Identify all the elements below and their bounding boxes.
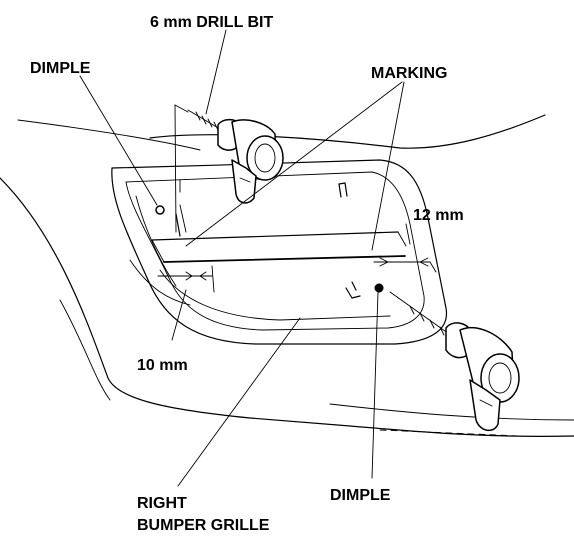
label-marking: MARKING <box>371 65 447 82</box>
label-12mm: 12 mm <box>413 207 464 224</box>
label-grille-right: RIGHT <box>137 495 187 512</box>
bumper-body <box>0 114 574 437</box>
label-10mm: 10 mm <box>137 357 188 374</box>
grille-bar <box>151 231 407 263</box>
leader-lines <box>79 29 405 487</box>
label-grille-bumper: BUMPER GRILLE <box>137 517 270 534</box>
upper-drill <box>187 109 284 204</box>
label-dimple-bottom: DIMPLE <box>330 487 391 504</box>
lower-drill <box>389 291 520 432</box>
dimension-10mm <box>157 265 215 341</box>
right-dimple <box>345 281 384 299</box>
left-dimple <box>155 204 187 237</box>
label-dimple-top: DIMPLE <box>30 60 91 77</box>
grille-opening <box>111 159 448 345</box>
label-drill-bit: 6 mm DRILL BIT <box>150 14 274 31</box>
dimension-12mm <box>373 223 437 273</box>
